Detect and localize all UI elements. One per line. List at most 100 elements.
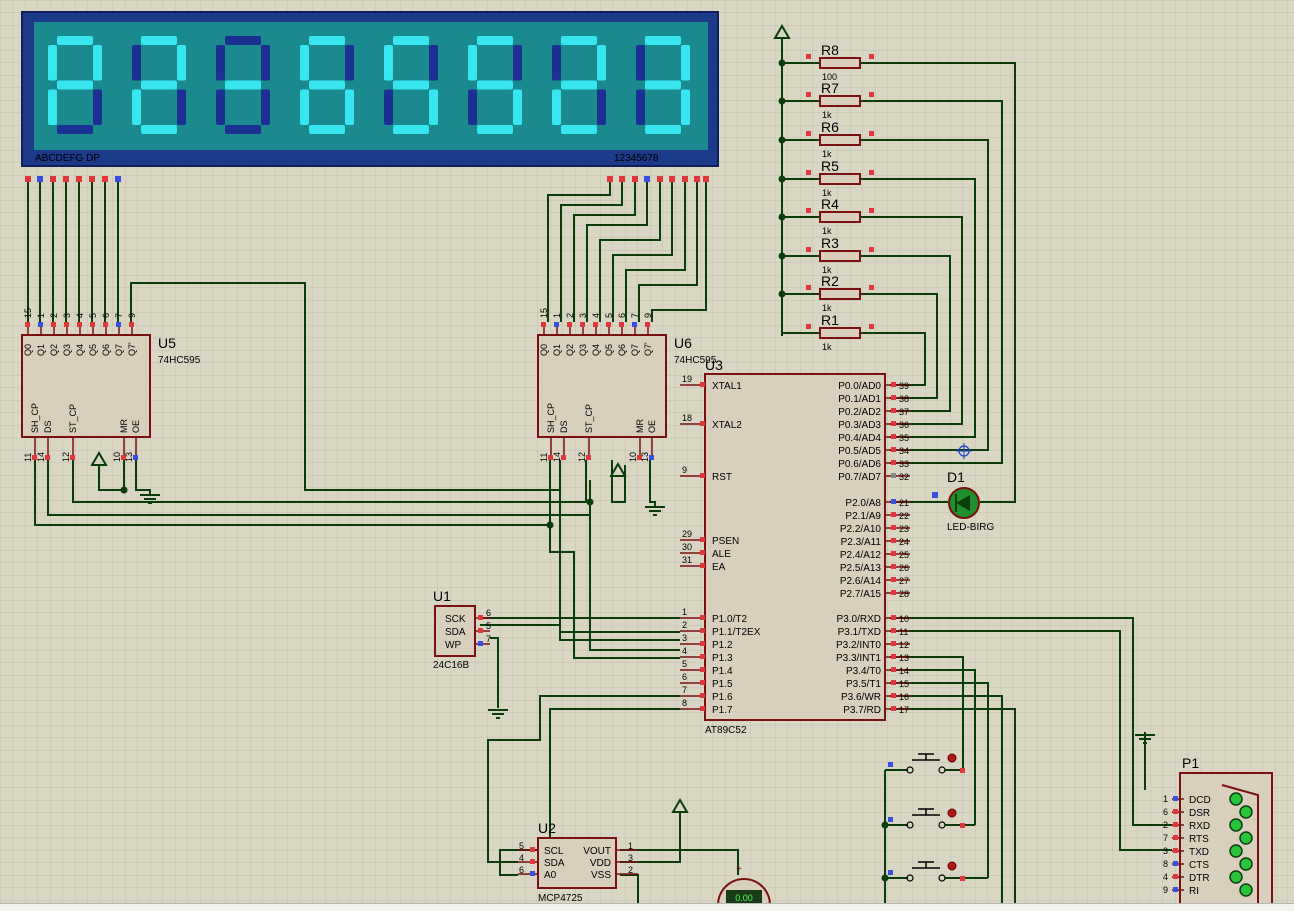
pin-number: 15 (539, 308, 549, 318)
voltmeter[interactable]: 0.00 + (717, 864, 771, 910)
pin-label: Q2 (565, 344, 575, 356)
u3-ref: U3 (705, 357, 723, 373)
segment-c (93, 89, 102, 125)
pin-number: 10 (899, 614, 909, 624)
u2-part: MCP4725 (538, 893, 583, 904)
segment-d (141, 125, 177, 134)
pin-number: 18 (682, 413, 692, 423)
pin-label: P2.1/A9 (845, 511, 881, 522)
pin-label: P3.1/TXD (838, 627, 881, 638)
segment-g (225, 80, 261, 90)
push-buttons[interactable] (888, 753, 965, 882)
resistor-value: 1k (822, 303, 832, 313)
display-digit-pin (694, 176, 700, 182)
pin-label: VSS (591, 870, 611, 881)
pin-number: 3 (628, 853, 633, 863)
resistor-value: 1k (822, 149, 832, 159)
segment-f (468, 45, 477, 81)
display-digit-pin (644, 176, 650, 182)
display-digit-pin (703, 176, 709, 182)
digit-3 (216, 36, 270, 134)
segment-g (645, 80, 681, 90)
digit-1 (48, 36, 102, 134)
pin-label: Q1 (552, 344, 562, 356)
push-button-2[interactable] (888, 808, 965, 829)
u6-part: 74HC595 (674, 355, 717, 366)
pin-label: P3.5/T1 (846, 679, 881, 690)
digit-5 (384, 36, 438, 134)
pin-label: Q2 (49, 344, 59, 356)
pin-label: ST_CP (584, 404, 594, 433)
pin-number: 1 (36, 313, 46, 318)
resistor-value: 1k (822, 342, 832, 352)
pin-number: 12 (899, 640, 909, 650)
pin-label: RTS (1189, 834, 1209, 845)
pin-number: 5 (604, 313, 614, 318)
display-seg-pin (115, 176, 121, 182)
resistor-ref: R8 (821, 42, 839, 58)
pin-label: Q4 (75, 344, 85, 356)
connector-pin-icon (1239, 831, 1253, 845)
push-button-1[interactable] (888, 753, 965, 774)
pin-label: DS (559, 420, 569, 433)
segment-g (309, 80, 345, 90)
pin-label: P1.2 (712, 640, 733, 651)
pin-label: P3.3/INT1 (836, 653, 881, 664)
pin-label: Q4 (591, 344, 601, 356)
status-strip (0, 903, 1294, 911)
seven-segment-display[interactable]: ABCDEFG DP 12345678 (21, 11, 719, 167)
pin-number: 10 (628, 452, 638, 462)
push-button-3[interactable] (888, 861, 965, 882)
pin-number: 15 (899, 679, 909, 689)
u5-part: 74HC595 (158, 355, 201, 366)
pin-label: P2.5/A13 (840, 563, 882, 574)
pin-number: 3 (1163, 846, 1168, 856)
segment-a (141, 36, 177, 45)
u6-ref: U6 (674, 335, 692, 351)
u1-ref: U1 (433, 588, 451, 604)
pin-label: RXD (1189, 821, 1210, 832)
ic-u3-microcontroller[interactable]: U3 AT89C52 19XTAL118XTAL29RST29PSEN30ALE… (680, 357, 910, 736)
segment-a (645, 36, 681, 45)
junction-dots (120, 59, 889, 882)
ic-u6[interactable]: U6 74HC595 15Q01Q12Q23Q34Q45Q56Q67Q79Q7'… (537, 308, 717, 462)
display-seg-pin (50, 176, 56, 182)
segment-f (132, 45, 141, 81)
ic-u5[interactable]: U5 74HC595 15Q01Q12Q23Q34Q45Q56Q67Q79Q7'… (21, 308, 201, 462)
resistor-value: 1k (822, 110, 832, 120)
pin-number: 39 (899, 381, 909, 391)
pin-label: XTAL2 (712, 420, 742, 431)
segment-a (309, 36, 345, 45)
pin-label: SCL (544, 846, 564, 857)
pin-label: MR (635, 419, 645, 433)
segment-d (393, 125, 429, 134)
connector-pin-icon (1239, 883, 1253, 897)
segment-c (429, 89, 438, 125)
pin-number: 22 (899, 511, 909, 521)
pin-number: 1 (552, 313, 562, 318)
pin-number: 3 (578, 313, 588, 318)
pin-number: 29 (682, 529, 692, 539)
pin-label: P1.1/T2EX (712, 627, 761, 638)
segment-a (225, 36, 261, 45)
pin-label: SCK (445, 614, 466, 625)
pin-number: 36 (899, 420, 909, 430)
pin-label: Q7' (127, 342, 137, 356)
pin-label: RST (712, 472, 732, 483)
led-d1[interactable]: D1 LED-BIRG (932, 469, 994, 533)
pin-number: 7 (1163, 833, 1168, 843)
pin-number: 4 (682, 646, 687, 656)
